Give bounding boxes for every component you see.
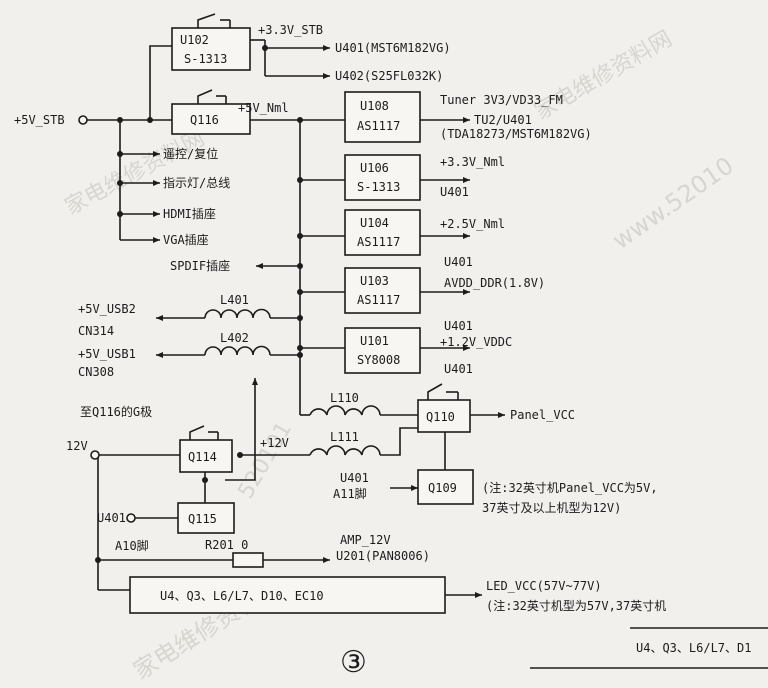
- block-q110: Q110: [417, 399, 471, 433]
- q109-ref: Q109: [428, 481, 457, 495]
- q116-ref: Q116: [190, 113, 219, 127]
- block-u101: U101 SY8008: [344, 327, 421, 374]
- label-vga: VGA插座: [163, 232, 209, 247]
- q110-ref: Q110: [426, 410, 455, 424]
- label-hdmi: HDMI插座: [163, 206, 216, 221]
- q115-ref: Q115: [188, 512, 217, 526]
- u103-part: AS1117: [357, 293, 400, 307]
- u401-q115-terminal: [126, 513, 136, 523]
- label-vddc: +1.2V_VDDC: [440, 335, 512, 349]
- label-u401-b: U401: [444, 255, 473, 269]
- label-spdif: SPDIF插座: [170, 258, 230, 273]
- label-3v3-stb: +3.3V_STB: [258, 23, 323, 37]
- label-bottom-cut: U4、Q3、L6/L7、D1: [636, 641, 751, 655]
- label-indicator: 指示灯/总线: [163, 175, 230, 190]
- block-u104: U104 AS1117: [344, 209, 421, 256]
- inductor-l401: [204, 308, 271, 319]
- resistor-r201: [232, 552, 264, 568]
- label-usb2: +5V_USB2: [78, 302, 136, 316]
- q114-ref: Q114: [188, 450, 217, 464]
- label-5v-nml: +5V_Nml: [238, 101, 289, 115]
- label-to-q116: 至Q116的G极: [80, 404, 152, 419]
- watermark-text: www.52010: [607, 151, 738, 255]
- label-3v3-nml: +3.3V_Nml: [440, 155, 505, 169]
- block-u106: U106 S-1313: [344, 154, 421, 201]
- labels: +5V_STB +3.3V_STB U401(MST6M182VG) U402(…: [14, 23, 751, 655]
- label-plus12v: +12V: [260, 436, 289, 450]
- block-u108: U108 AS1117: [344, 91, 421, 143]
- block-q114: Q114: [179, 439, 233, 473]
- label-2v5-nml: +2.5V_Nml: [440, 217, 505, 231]
- label-note1-a: (注:32英寸机Panel_VCC为5V,: [482, 480, 658, 495]
- inductor-l402: [204, 345, 271, 356]
- u101-ref: U101: [360, 334, 389, 348]
- label-usb1: +5V_USB1: [78, 347, 136, 361]
- label-l111: L111: [330, 430, 359, 444]
- inductor-l111: [309, 445, 381, 456]
- label-note1-b: 37英寸及以上机型为12V): [482, 501, 621, 515]
- block-led-driver: U4、Q3、L6/L7、D10、EC10: [129, 576, 446, 614]
- label-l402: L402: [220, 331, 249, 345]
- block-q115: Q115: [177, 502, 235, 534]
- figure-number: ③: [340, 645, 367, 680]
- label-avdd: AVDD_DDR(1.8V): [444, 276, 545, 290]
- label-cn314: CN314: [78, 324, 114, 338]
- u106-part: S-1313: [357, 180, 400, 194]
- label-tuner: Tuner 3V3/VD33_FM: [440, 93, 563, 107]
- block-q109: Q109: [417, 469, 474, 505]
- label-tda: (TDA18273/MST6M182VG): [440, 127, 592, 141]
- label-remote: 遥控/复位: [163, 146, 218, 161]
- label-a11: A11脚: [333, 486, 367, 501]
- stb-input-terminal: [78, 115, 88, 125]
- label-u401-c: U401: [444, 319, 473, 333]
- u104-part: AS1117: [357, 235, 400, 249]
- label-u401-q115: U401: [97, 511, 126, 525]
- label-l401: L401: [220, 293, 249, 307]
- u106-ref: U106: [360, 161, 389, 175]
- label-u402: U402(S25FL032K): [335, 69, 443, 83]
- inductor-l110: [309, 405, 381, 416]
- label-u201: U201(PAN8006): [336, 549, 430, 563]
- label-u401-mst: U401(MST6M182VG): [335, 41, 451, 55]
- label-r201: R201 0: [205, 538, 248, 552]
- label-5v-stb: +5V_STB: [14, 113, 65, 127]
- watermark-text: 520101: [234, 418, 298, 503]
- u102-ref: U102: [180, 33, 209, 47]
- label-a10: A10脚: [115, 538, 149, 553]
- block-u102: U102 S-1313: [171, 27, 251, 71]
- label-led-vcc: LED_VCC(57V~77V): [486, 579, 602, 593]
- u108-part: AS1117: [357, 119, 400, 133]
- watermark-text: 家电维修资料网: [531, 27, 677, 126]
- label-u401-e: U401: [340, 471, 369, 485]
- label-u401-a: U401: [440, 185, 469, 199]
- u101-part: SY8008: [357, 353, 400, 367]
- label-12v-in: 12V: [66, 439, 88, 453]
- u104-ref: U104: [360, 216, 389, 230]
- u102-part: S-1313: [184, 52, 227, 66]
- label-tu2: TU2/U401: [474, 113, 532, 127]
- label-amp12v: AMP_12V: [340, 533, 391, 547]
- label-u401-d: U401: [444, 362, 473, 376]
- u108-ref: U108: [360, 99, 389, 113]
- block-u103: U103 AS1117: [344, 267, 421, 314]
- block-q116: Q116: [171, 103, 251, 135]
- 12v-input-terminal: [90, 450, 100, 460]
- junction-dots: [95, 45, 303, 563]
- led-block-label: U4、Q3、L6/L7、D10、EC10: [160, 589, 324, 603]
- label-note2: (注:32英寸机型为57V,37英寸机: [486, 598, 666, 613]
- label-panel-vcc: Panel_VCC: [510, 408, 575, 422]
- u103-ref: U103: [360, 274, 389, 288]
- label-cn308: CN308: [78, 365, 114, 379]
- label-l110: L110: [330, 391, 359, 405]
